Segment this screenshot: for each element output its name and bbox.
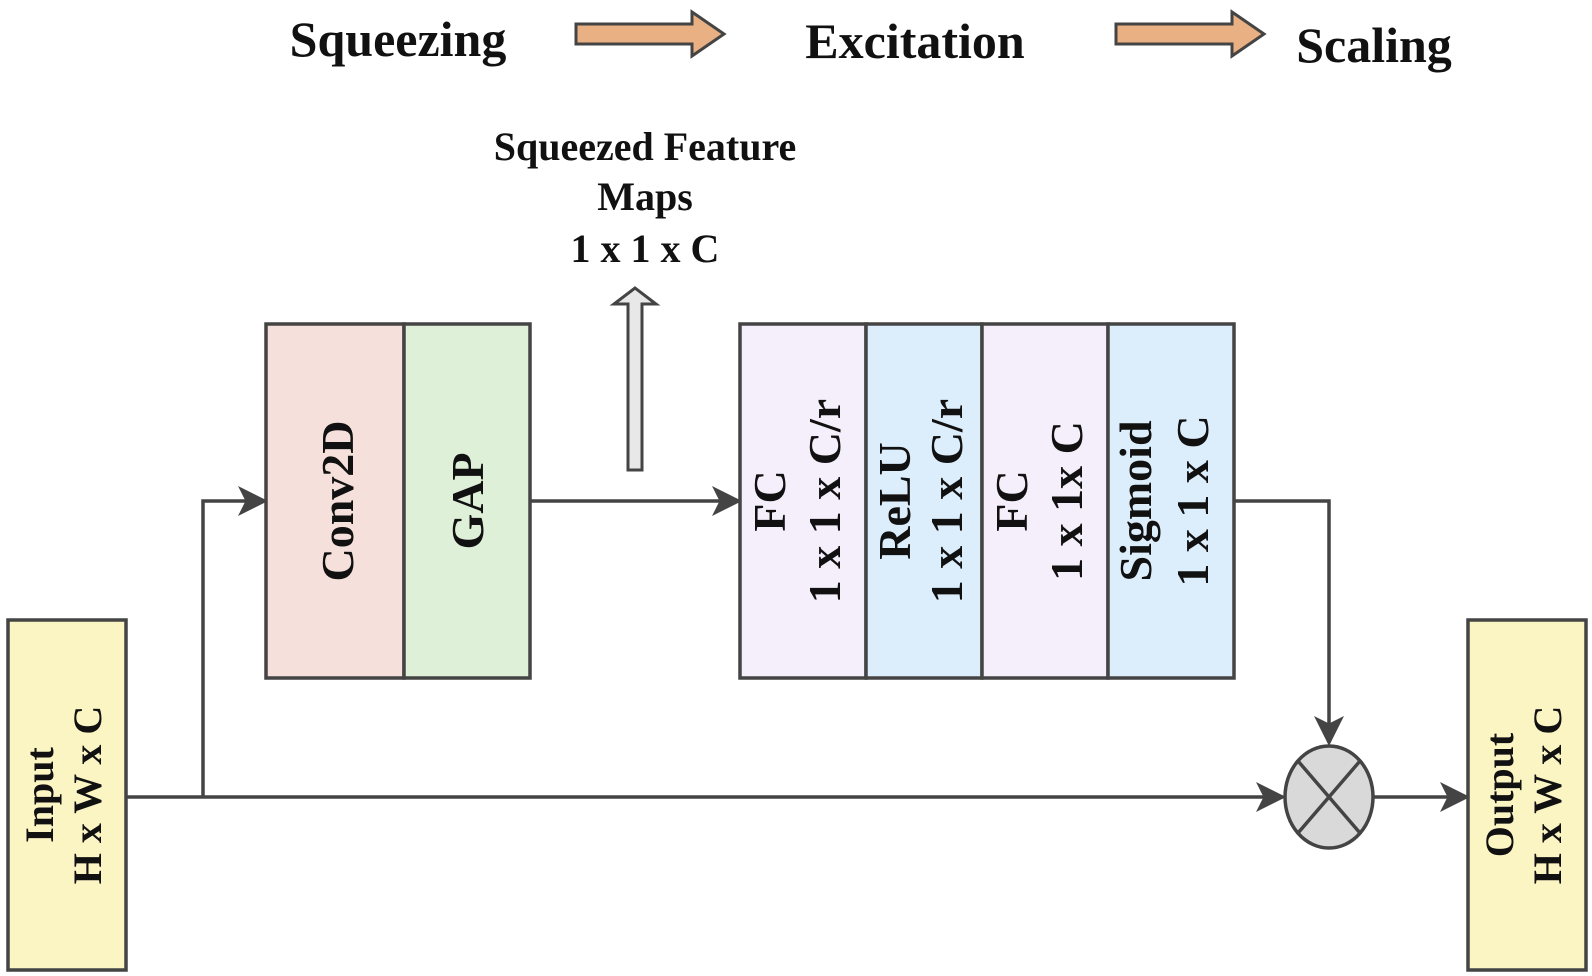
input-to-conv2d-arrow [201, 486, 268, 797]
output-name-label: Output [1477, 732, 1522, 857]
relu-name-label: ReLU [869, 442, 920, 560]
sigmoid-block [1106, 322, 1236, 680]
fc2-block [980, 322, 1110, 680]
sigmoid-to-multiply-arrow [1234, 499, 1344, 746]
input-dims-label: H x W x C [65, 706, 110, 885]
fc1-dim-label: 1 x 1 x C/r [799, 399, 850, 603]
output-dims-label: H x W x C [1525, 706, 1570, 885]
fc1-name-label: FC [744, 470, 795, 531]
fc2-dim-label: 1 x 1x C [1041, 421, 1092, 581]
stage-excitation-label: Excitation [805, 13, 1025, 69]
gap-label: GAP [442, 452, 493, 549]
squeezed-note-line3: 1 x 1 x C [571, 226, 720, 271]
stage-arrow-squeeze-to-excite [574, 9, 727, 59]
up-arrow-icon [609, 286, 661, 472]
conv2d-block [264, 322, 406, 680]
stage-scaling-label: Scaling [1296, 17, 1452, 73]
conv2d-label: Conv2D [312, 420, 363, 581]
sigmoid-name-label: Sigmoid [1110, 420, 1161, 581]
stage-squeezing-label: Squeezing [290, 11, 507, 67]
sigmoid-dim-label: 1 x 1 x C [1167, 415, 1218, 586]
gap-block [402, 322, 532, 680]
stage-arrow-excite-to-scale [1114, 9, 1267, 59]
fc2-name-label: FC [986, 470, 1037, 531]
squeezed-note-line2: Maps [597, 174, 693, 219]
fc1-block [738, 322, 868, 680]
input-name-label: Input [17, 747, 62, 843]
squeezed-note-line1: Squeezed Feature [494, 124, 797, 169]
input-block [6, 618, 128, 972]
multiply-icon [1283, 744, 1375, 850]
relu-dim-label: 1 x 1 x C/r [921, 399, 972, 603]
